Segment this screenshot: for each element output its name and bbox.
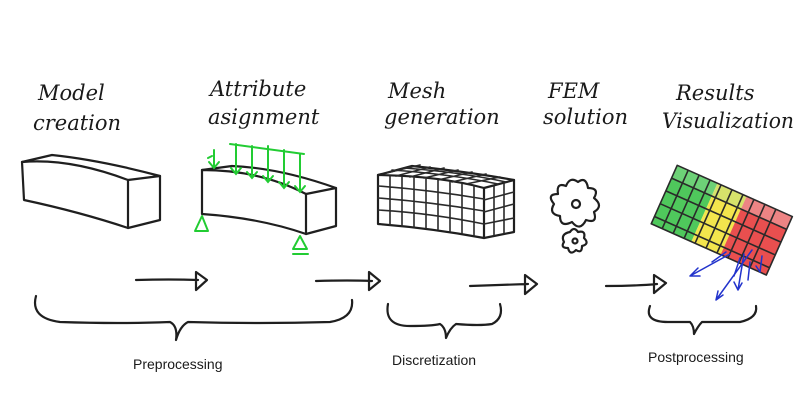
step-label-line2: Visualization <box>662 109 794 133</box>
flow-arrows <box>134 270 668 296</box>
step-label-line1: Mesh <box>387 79 446 103</box>
step-label-line2: solution <box>543 105 628 129</box>
arrow-icon <box>468 273 539 296</box>
support-icons <box>194 215 309 255</box>
beam-attributes-sketch <box>194 143 338 255</box>
step-label-attribute-assignment: Attribute asignment <box>208 77 320 129</box>
step-label-line1: Model <box>37 81 105 105</box>
step-label-mesh-generation: Mesh generation <box>384 79 500 129</box>
step-label-line1: Results <box>675 81 755 105</box>
phase-label-preprocessing: Preprocessing <box>133 356 223 372</box>
phase-label-postprocessing: Postprocessing <box>648 349 744 365</box>
step-label-fem-solution: FEM solution <box>543 79 628 129</box>
result-vectors <box>689 249 763 301</box>
step-label-line2: asignment <box>208 105 320 129</box>
phase-label-discretization: Discretization <box>392 352 476 368</box>
step-label-results-visualization: Results Visualization <box>662 81 794 133</box>
gears-icon <box>549 178 601 254</box>
step-label-line1: FEM <box>547 79 600 103</box>
beam-model-sketch <box>20 153 162 230</box>
brace-discretization <box>386 302 503 340</box>
load-arrows <box>207 143 306 194</box>
brace-postprocessing <box>647 304 758 336</box>
arrow-icon <box>314 270 382 292</box>
pin-support-icon <box>194 215 209 232</box>
step-label-line2: creation <box>33 111 121 135</box>
results-contour-sketch <box>650 164 794 276</box>
meshed-beam-sketch <box>376 164 516 240</box>
step-label-line2: generation <box>384 105 500 129</box>
step-label-line1: Attribute <box>208 77 306 101</box>
step-label-model-creation: Model creation <box>33 81 121 135</box>
arrow-icon <box>604 273 668 295</box>
brace-preprocessing <box>33 294 354 342</box>
roller-support-icon <box>292 235 308 250</box>
arrow-icon <box>134 270 209 292</box>
